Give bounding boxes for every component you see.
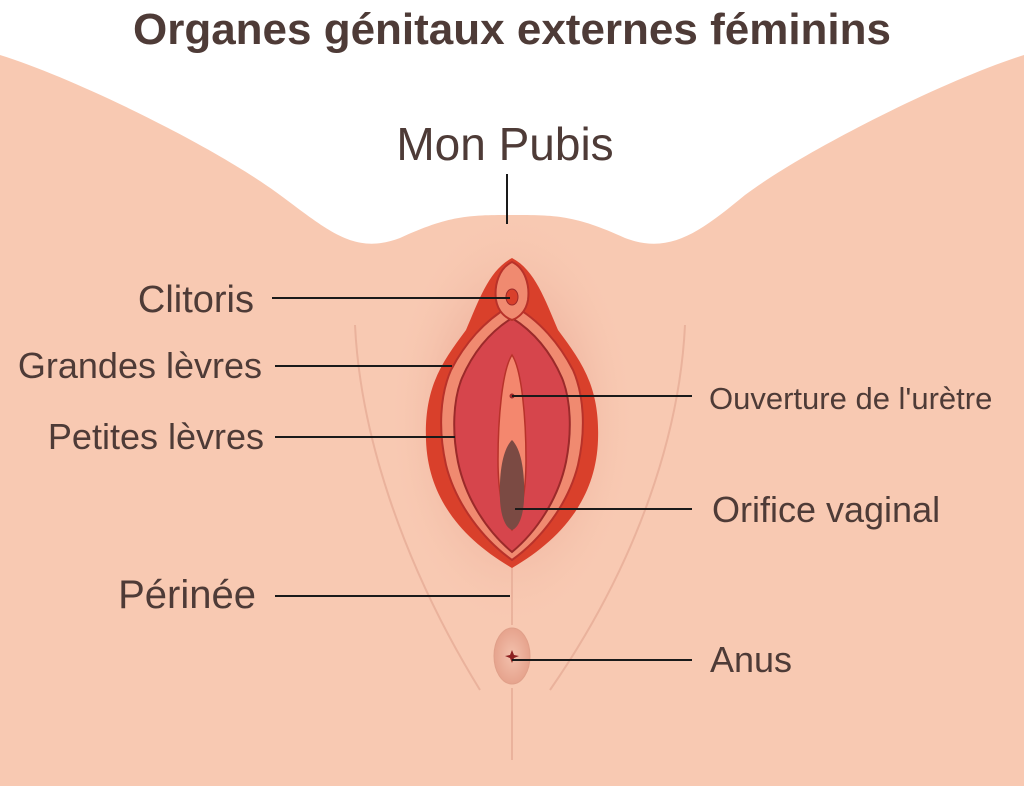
label-mon-pubis: Mon Pubis (396, 118, 613, 170)
label-petites-levres: Petites lèvres (48, 416, 264, 457)
diagram-title: Organes génitaux externes féminins (133, 5, 891, 54)
label-orifice-vaginal: Orifice vaginal (712, 489, 940, 530)
thigh-crease-right (549, 324, 686, 691)
label-ouverture-uretre: Ouverture de l'urètre (709, 381, 992, 416)
label-clitoris: Clitoris (138, 279, 254, 321)
label-anus: Anus (710, 639, 792, 680)
vaginal-opening (499, 440, 525, 530)
label-grandes-levres: Grandes lèvres (18, 345, 262, 386)
label-perinee: Périnée (118, 573, 256, 617)
thigh-crease-left (354, 324, 481, 691)
anus-center (505, 650, 519, 663)
